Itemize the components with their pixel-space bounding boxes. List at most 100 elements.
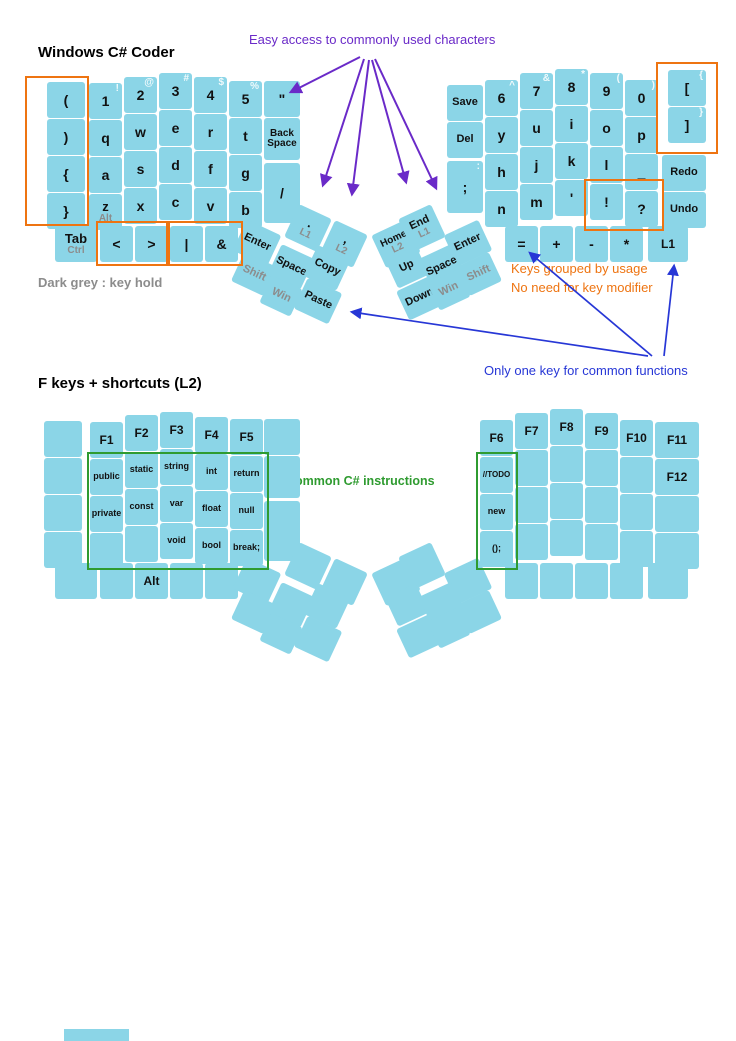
key-label: p: [637, 126, 646, 143]
key-private: private: [90, 496, 123, 532]
key-label: 8: [567, 78, 576, 95]
key-blank: [125, 526, 158, 562]
key-symbol: {[: [668, 70, 706, 106]
key-k: k: [555, 143, 588, 179]
key-label: /: [280, 184, 284, 201]
key-v: v: [194, 188, 227, 224]
key-label: F1: [99, 432, 114, 447]
key-symbol: &: [205, 226, 238, 262]
highlight-box-orange: [166, 221, 243, 266]
key-label: (: [63, 91, 69, 108]
key-symbol: >: [135, 226, 168, 262]
key-label: new: [487, 506, 506, 517]
key-float: float: [195, 491, 228, 527]
key-symbol: }]: [668, 107, 706, 143]
key-label: |: [184, 235, 189, 252]
key-4: $4: [194, 77, 227, 113]
key-label: return: [233, 468, 260, 479]
key-label: f: [208, 160, 213, 177]
key-shift-symbol: &: [542, 73, 550, 84]
key-label: l: [604, 156, 609, 173]
key-label: Del: [456, 133, 474, 146]
layer1-title: Windows C# Coder: [38, 44, 175, 61]
key-label: F11: [666, 432, 687, 447]
key-f3: F3: [160, 412, 193, 448]
key-g: g: [229, 155, 262, 191]
key-shift-symbol: {: [699, 70, 703, 81]
key-symbol: (: [47, 82, 85, 118]
key-label: t: [243, 127, 248, 144]
key-label: const: [129, 501, 154, 512]
key-label: 6: [497, 89, 506, 106]
key-todo: //TODO: [480, 457, 513, 493]
key-8: *8: [555, 69, 588, 105]
key-symbol: ();: [480, 531, 513, 567]
key-label: private: [91, 508, 122, 519]
key-symbol: !: [590, 184, 623, 220]
key-label: a: [101, 166, 110, 183]
key-label: u: [532, 119, 541, 136]
key-3: #3: [159, 73, 192, 109]
highlight-box-orange: [584, 179, 664, 231]
annotation-key-hold-note: Dark grey : key hold: [38, 275, 163, 290]
key-blank: [585, 487, 618, 523]
key-label: Undo: [669, 203, 699, 216]
key-symbol: {: [47, 156, 85, 192]
key-j: j: [520, 147, 553, 183]
key-void: void: [160, 523, 193, 559]
key-f4: F4: [195, 417, 228, 453]
key-label: ": [278, 90, 286, 107]
key-f8: F8: [550, 409, 583, 445]
key-null: null: [230, 493, 263, 529]
key-w: w: [124, 114, 157, 150]
key-symbol: _: [625, 154, 658, 190]
key-var: var: [160, 486, 193, 522]
key-l: l: [590, 147, 623, 183]
key-label: null: [238, 505, 255, 516]
key-shift-symbol: ^: [509, 80, 515, 91]
key-blank: [540, 563, 573, 599]
key-r: r: [194, 114, 227, 150]
key-blank: [575, 563, 608, 599]
key-label: void: [167, 535, 186, 546]
key-d: d: [159, 147, 192, 183]
key-blank: [44, 532, 82, 568]
key-label: j: [534, 156, 539, 173]
key-label: break;: [232, 542, 260, 553]
key-blank: [515, 487, 548, 523]
key-s: s: [124, 151, 157, 187]
key-2: @2: [124, 77, 157, 113]
key-p: p: [625, 117, 658, 153]
key-save: Save: [447, 85, 483, 121]
key-label: F8: [559, 419, 574, 434]
key-label: v: [206, 197, 215, 214]
key-label: e: [171, 119, 180, 136]
key-label: n: [497, 200, 506, 217]
key-label: z: [102, 199, 109, 215]
key-m: m: [520, 184, 553, 220]
key-label: <: [112, 235, 121, 252]
key-label: {: [63, 165, 69, 182]
key-h: h: [485, 154, 518, 190]
key-label: ;: [462, 178, 468, 195]
key-label: Tab: [64, 231, 88, 247]
key-new: new: [480, 494, 513, 530]
key-label: string: [163, 461, 189, 472]
highlight-box-orange: [96, 221, 170, 266]
key-f7: F7: [515, 413, 548, 449]
key-symbol: }: [47, 193, 85, 229]
key-label: h: [497, 163, 506, 180]
key-blank: [44, 458, 82, 494]
key-label: public: [93, 471, 120, 482]
key-label: -: [589, 235, 594, 252]
annotation-csharp-instructions: Common C# instructions: [286, 474, 435, 488]
key-e: e: [159, 110, 192, 146]
key-f12: F12: [655, 459, 699, 495]
key-blank: [620, 531, 653, 567]
key-label: F2: [134, 425, 149, 440]
key-label: F3: [169, 422, 184, 437]
key-label: Back Space: [267, 127, 297, 149]
key-shift-symbol: (: [616, 73, 620, 84]
key-label: k: [567, 152, 576, 169]
